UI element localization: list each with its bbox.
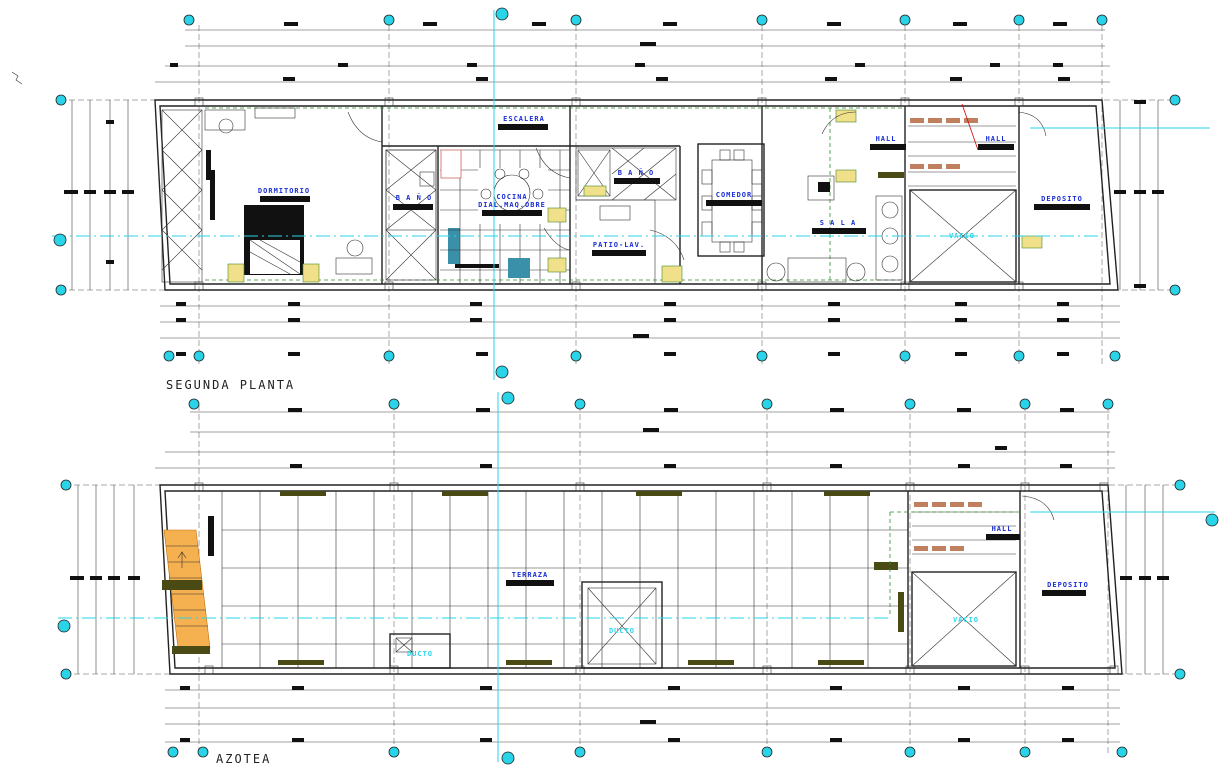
label-ducto1: DUCTO [407, 650, 433, 658]
label-dormitorio: DORMITORIO [258, 187, 310, 195]
label-terraza: TERRAZA [512, 571, 549, 579]
terrace-tiles [208, 491, 908, 668]
upper-columns [194, 97, 1024, 291]
label-comedor: COMEDOR [716, 191, 753, 199]
lower-stair [162, 529, 211, 654]
label-hall2: HALL [986, 135, 1007, 143]
upper-doors [347, 111, 1047, 261]
label-hall3: HALL [992, 525, 1013, 533]
label-deposito2: DEPOSITO [1047, 581, 1089, 589]
lower-plan-title: AZOTEA [216, 752, 271, 766]
label-bano1: B A Ñ O [396, 193, 433, 202]
label-cocina2: DIAL.MAQ.OBRE [478, 201, 546, 209]
upper-section-lines [52, 7, 1210, 380]
label-bano2: B A Ñ O [618, 168, 655, 177]
label-deposito1: DEPOSITO [1041, 195, 1083, 203]
lower-grid-axes [65, 405, 1180, 755]
lower-top-dimensions [155, 408, 1115, 469]
lower-plan: TERRAZA HALL DEPOSITO VACIO DUCTO DUCTO … [57, 391, 1219, 766]
lower-section-lines [57, 391, 1219, 765]
upper-bottom-dimensions [160, 302, 1120, 356]
label-vacio1: VACIO [949, 232, 975, 240]
north-arrow-icon [11, 71, 23, 85]
bano2-patio-fixtures [575, 147, 683, 283]
upper-dash-lines [205, 107, 905, 281]
label-hall1: HALL [876, 135, 897, 143]
bano1-fixtures [385, 149, 460, 281]
label-patio: PATIO-LAV. [593, 241, 645, 249]
label-sala: S A L A [820, 219, 857, 227]
label-ducto2: DUCTO [609, 627, 635, 635]
lower-columns [194, 482, 1119, 675]
upper-grid-bubbles [55, 14, 1181, 362]
upper-top-dimensions [155, 22, 1110, 83]
upper-plan-title: SEGUNDA PLANTA [166, 378, 295, 392]
upper-plan: DORMITORIO B A Ñ O COCINA DIAL.MAQ.OBRE … [52, 7, 1210, 392]
lower-ducts [389, 581, 663, 669]
lower-room-tags [506, 534, 1086, 596]
stair-vacio [908, 103, 1043, 283]
dormitorio-furniture [161, 107, 373, 283]
lower-side-dimensions [70, 485, 1169, 674]
label-escalera: ESCALERA [503, 115, 545, 123]
upper-grid-axes [60, 25, 1175, 365]
upper-walls [154, 99, 1119, 291]
lower-grid-bubbles [60, 398, 1186, 758]
lower-stair-vacio [889, 495, 1055, 667]
lower-bottom-dimensions [165, 686, 1120, 743]
upper-room-tags [260, 124, 1090, 256]
label-cocina1: COCINA [496, 193, 527, 201]
sala-furniture [766, 109, 904, 283]
lower-walls [159, 484, 1123, 675]
upper-side-dimensions [64, 100, 1164, 290]
label-vacio2: VACIO [953, 616, 979, 624]
